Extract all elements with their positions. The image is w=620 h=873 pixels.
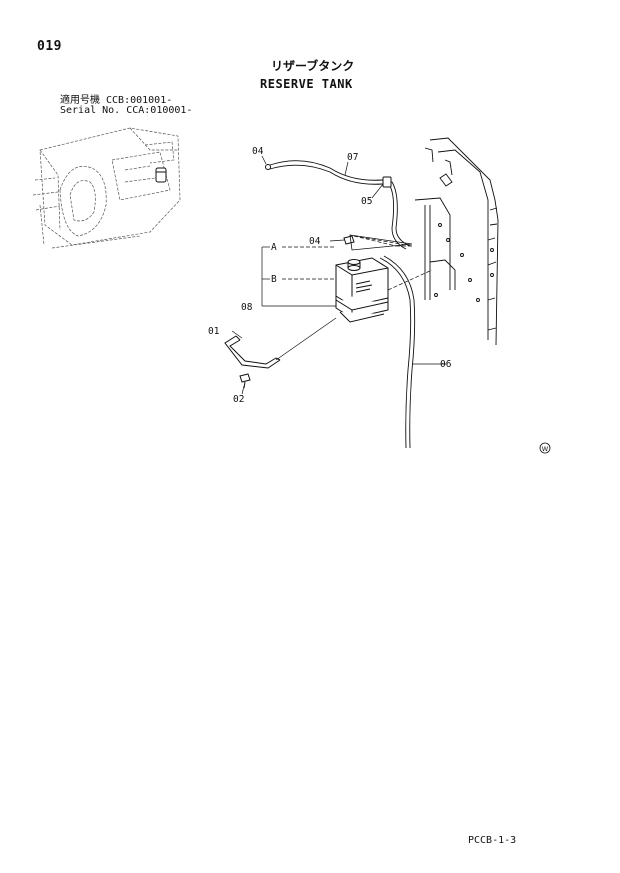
callout-04-tank: 04 [309,236,321,247]
reference-triangle [349,234,413,251]
band-01 [224,335,281,369]
callout-ref-a: A [271,242,277,253]
clip-04-tank [343,235,355,245]
callout-05: 05 [361,196,372,207]
callout-02: 02 [233,394,244,405]
marker-symbol: W [539,442,551,454]
clip-04-top [265,164,271,170]
callout-ref-b: B [271,274,277,285]
mounting-frame [414,137,499,346]
machine-thumbnail [32,127,181,249]
highlighted-tank-thumbnail [155,167,167,183]
callout-06: 06 [440,359,452,370]
applicability-line-1: 適用号機 CCB:001001- [60,95,173,106]
page-number: 019 [37,39,62,54]
leader-lines [231,155,446,395]
hose-06 [379,255,416,449]
title-english: RESERVE TANK [260,77,353,91]
title-japanese: リザーブタンク [271,59,355,73]
applicability-line-2: Serial No. CCA:010001- [60,105,193,116]
clamp-05 [382,176,392,188]
reserve-tank-08 [335,257,389,323]
hose-07 [269,160,411,250]
dashed-reference-lines [282,235,433,291]
bolt-02 [239,373,251,389]
marker-symbol-letter: W [542,445,549,453]
footer-code: PCCB-1-3 [468,835,517,846]
callout-04-top: 04 [252,146,264,157]
callout-08: 08 [241,302,253,313]
callout-07: 07 [347,152,358,163]
callout-01: 01 [208,326,220,337]
